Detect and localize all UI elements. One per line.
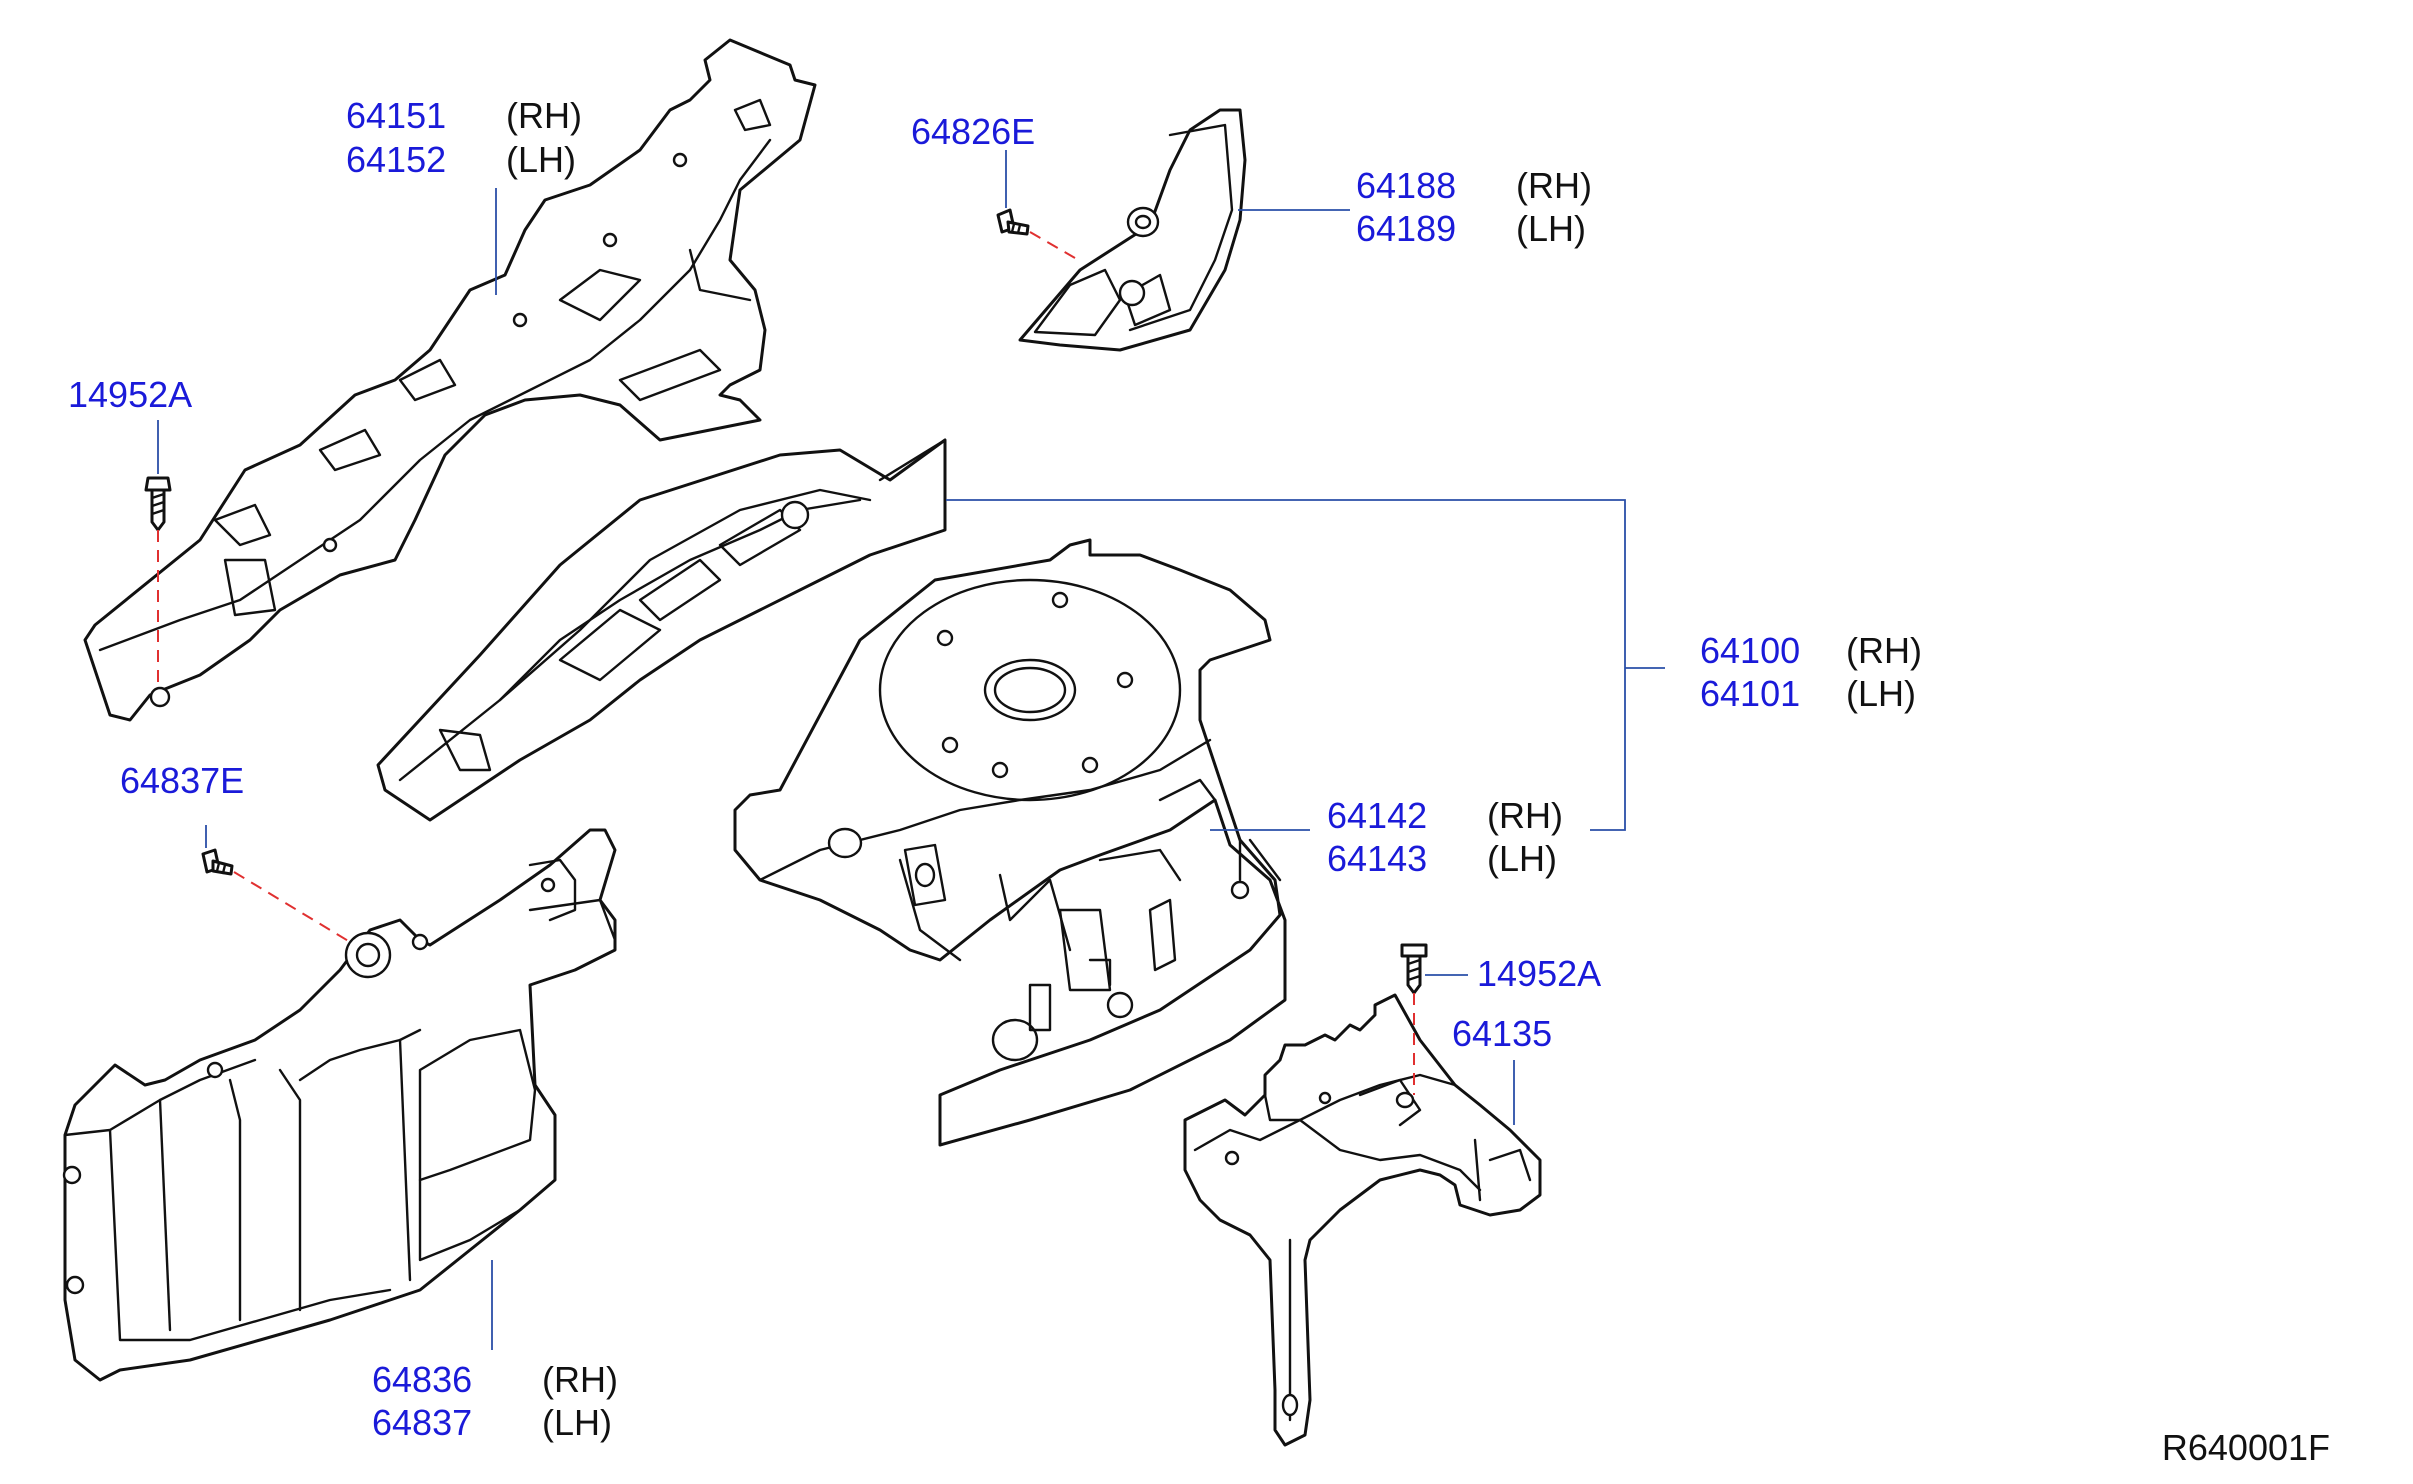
callout-part-64188[interactable]: 64188 bbox=[1356, 165, 1456, 206]
callout-part-64837e[interactable]: 64837E bbox=[120, 760, 244, 801]
bolt-14952a-top[interactable] bbox=[144, 476, 172, 532]
callout-part-14952a-top[interactable]: 14952A bbox=[68, 374, 192, 415]
callout-side-64151: (RH) bbox=[506, 95, 582, 136]
front-lower-panel-part[interactable] bbox=[733, 538, 1287, 1147]
gusset-part[interactable] bbox=[1018, 108, 1247, 352]
callout-side-64100: (RH) bbox=[1846, 630, 1922, 671]
leader-lines bbox=[157, 150, 1665, 1350]
callout-side-64142: (RH) bbox=[1487, 795, 1563, 836]
callout-part-64100[interactable]: 64100 bbox=[1700, 630, 1800, 671]
splash-shield-part[interactable] bbox=[62, 828, 617, 1382]
callout-part-64151[interactable]: 64151 bbox=[346, 95, 446, 136]
inner-wheelhouse-part[interactable] bbox=[376, 438, 947, 822]
callout-side-64836: (RH) bbox=[542, 1359, 618, 1400]
screw-64837e[interactable] bbox=[201, 848, 234, 876]
diagram-code: R640001F bbox=[2162, 1427, 2330, 1468]
callout-part-14952a-right[interactable]: 14952A bbox=[1477, 953, 1601, 994]
upper-side-member-part[interactable] bbox=[83, 38, 817, 722]
callout-part-64101[interactable]: 64101 bbox=[1700, 673, 1800, 714]
screw-axis-64837e bbox=[233, 871, 351, 943]
callout-part-64826e[interactable]: 64826E bbox=[911, 111, 1035, 152]
bolt-14952a-right[interactable] bbox=[1400, 943, 1428, 995]
callout-part-64152[interactable]: 64152 bbox=[346, 139, 446, 180]
callout-side-64101: (LH) bbox=[1846, 673, 1916, 714]
screw-64826e[interactable] bbox=[996, 208, 1030, 236]
callout-part-64142[interactable]: 64142 bbox=[1327, 795, 1427, 836]
callout-part-64143[interactable]: 64143 bbox=[1327, 838, 1427, 879]
callout-side-64837: (LH) bbox=[542, 1402, 612, 1443]
callout-side-64189: (LH) bbox=[1516, 208, 1586, 249]
callout-part-64135[interactable]: 64135 bbox=[1452, 1013, 1552, 1054]
callout-side-64152: (LH) bbox=[506, 139, 576, 180]
callout-part-64189[interactable]: 64189 bbox=[1356, 208, 1456, 249]
screw-axis-64826e bbox=[1029, 231, 1076, 259]
callout-part-64836[interactable]: 64836 bbox=[372, 1359, 472, 1400]
callout-side-64188: (RH) bbox=[1516, 165, 1592, 206]
callout-part-64837[interactable]: 64837 bbox=[372, 1402, 472, 1443]
bracket-part[interactable] bbox=[1183, 993, 1542, 1447]
callout-side-64143: (LH) bbox=[1487, 838, 1557, 879]
